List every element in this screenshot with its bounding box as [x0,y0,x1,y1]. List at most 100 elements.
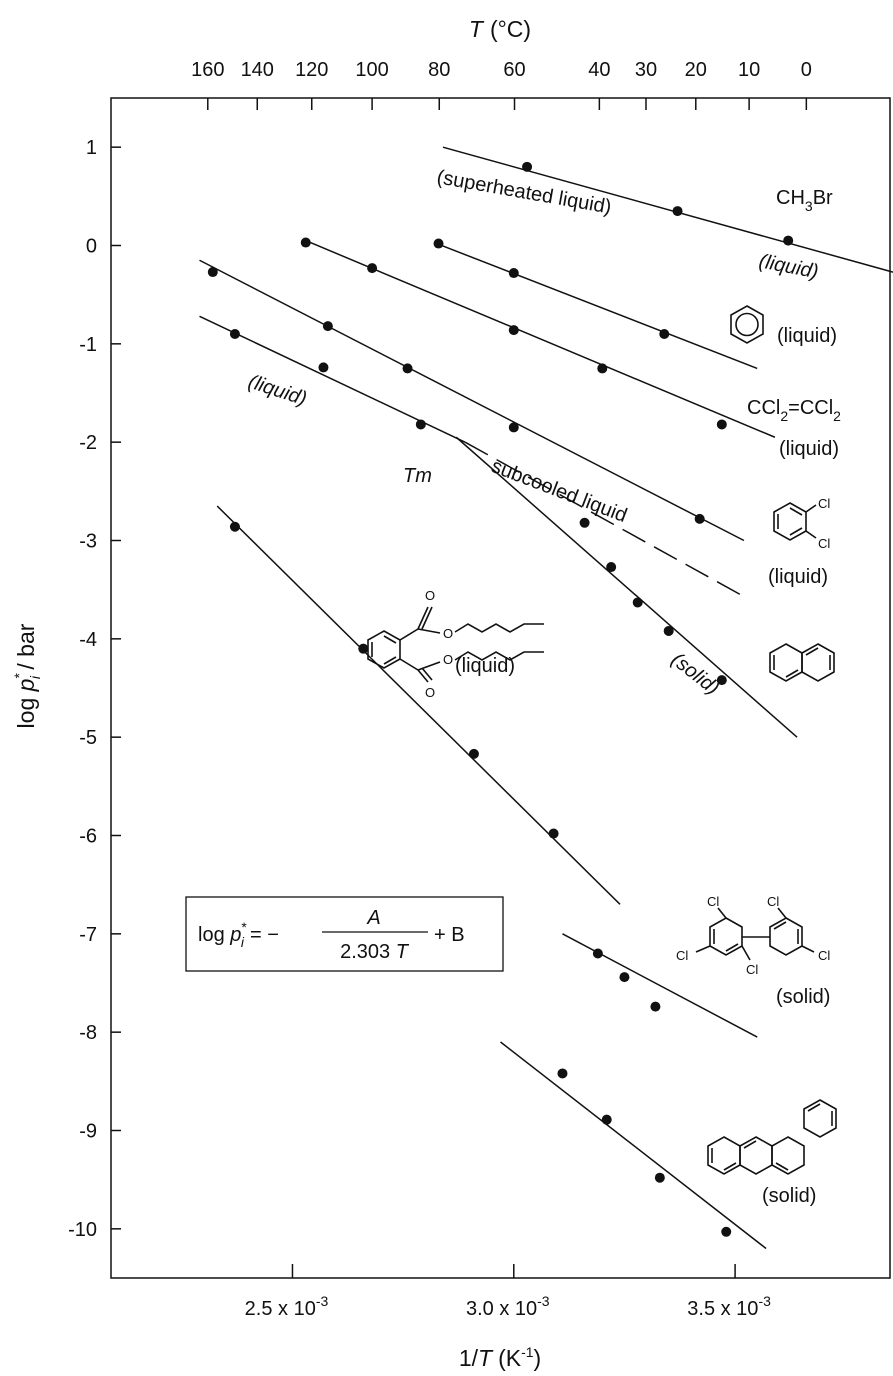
top-tick-label: 100 [355,59,388,81]
y-axis-title: log p*i / bar [11,623,43,728]
top-tick-label: 80 [428,59,450,81]
svg-text:log p*i= −: log p*i= − [198,919,279,950]
top-axis-title: T(°C) [469,16,531,42]
label-subcooled: subcooled liquid [488,455,630,527]
plot-frame [110,97,891,1279]
top-tick-label: 120 [295,59,328,81]
series-line-benz-a-anthracene [500,1041,767,1250]
series-line-ccl2-ccl2 [199,259,745,542]
data-point-dibutyl-phthalate [468,748,479,759]
label-ch3br: CH3Br [776,187,833,214]
series-line-benzene [433,241,758,370]
data-point-o-dichlorobenzene [229,329,240,339]
data-point-ccl3-ch3 [508,325,519,336]
x-tick-label: 3.0 x 10-3 [466,1293,550,1320]
data-point-dibutyl-phthalate [358,643,369,654]
top-tick-label: 0 [801,59,812,81]
equation-box: log p*i= − A 2.303 T + B [185,896,504,972]
top-tick-label: 20 [685,59,707,81]
data-point-benzene [508,268,519,279]
svg-text:Cl: Cl [676,948,688,963]
benzene-structure [730,305,764,344]
top-tick-label: 160 [191,59,224,81]
data-point-naphthalene [716,675,727,686]
label-naph-solid: (solid) [667,649,723,700]
data-point-ccl2-ccl2 [508,422,519,433]
dibutyl-phthalate-structure: O O O O [367,588,544,700]
series-line-naphthalene [455,436,798,738]
label-naph-liquid: (liquid) [245,371,309,410]
data-point-tetrachlorobiphenyl [592,948,603,959]
chart-marks [199,146,893,1250]
label-pcb-solid: (solid) [776,986,830,1008]
data-point-benz-a-anthracene [721,1226,732,1237]
data-point-tetrachlorobiphenyl [619,972,630,983]
data-point-naphthalene [606,562,617,573]
data-point-ccl2-ccl2 [402,363,413,374]
svg-text:A: A [366,907,380,929]
label-ccl2ccl2: CCl2=CCl2 [747,397,841,424]
data-point-ccl3-ch3 [300,237,311,248]
svg-text:O: O [443,652,453,667]
data-point-ccl2-ccl2 [207,267,218,278]
dichlorobenzene-structure: Cl Cl [773,496,830,551]
y-tick-label: -4 [79,629,97,651]
top-tick-label: 40 [588,59,610,81]
tetrachlorobiphenyl-structure: Cl Cl Cl Cl Cl [676,894,830,977]
data-point-naphthalene [579,517,590,528]
data-point-ccl2-ccl2 [716,419,727,430]
svg-text:+ B: + B [434,924,465,946]
svg-text:Cl: Cl [818,536,830,551]
svg-text:O: O [425,685,435,700]
y-tick-label: -10 [68,1219,97,1241]
data-point-ch3br [783,235,794,246]
data-point-dibutyl-phthalate [548,828,559,839]
svg-text:Cl: Cl [818,496,830,511]
naphthalene-structure [769,643,835,682]
top-tick-label: 30 [635,59,657,81]
svg-text:2.303 T: 2.303 T [340,941,410,963]
label-ch3br-liquid: (liquid) [757,250,820,283]
data-point-benz-a-anthracene [557,1068,568,1079]
data-point-o-dichlorobenzene [694,513,705,524]
benzanthracene-structure [707,1099,837,1175]
svg-text:Cl: Cl [746,962,758,977]
svg-text:Cl: Cl [767,894,779,909]
y-tick-label: 0 [86,236,97,258]
label-benzene-liquid: (liquid) [777,325,837,347]
data-point-benzene [433,238,444,249]
label-phthalate-liquid: (liquid) [455,655,515,677]
label-baa-solid: (solid) [762,1185,816,1207]
label-superheated: (superheated liquid) [435,166,613,218]
y-tick-label: -6 [79,826,97,848]
data-point-ccl3-ch3 [597,363,608,374]
data-point-ccl3-ch3 [367,263,378,274]
data-point-benz-a-anthracene [601,1114,612,1125]
svg-text:Cl: Cl [707,894,719,909]
y-tick-label: -9 [79,1121,97,1143]
data-point-dibutyl-phthalate [229,521,240,532]
data-point-o-dichlorobenzene [318,362,329,373]
series-line-ccl3-ch3 [305,239,776,438]
svg-text:Cl: Cl [818,948,830,963]
label-ccl2ccl2-liquid: (liquid) [779,438,839,460]
top-tick-label: 10 [738,59,760,81]
y-tick-label: -3 [79,531,97,553]
data-point-benzene [659,329,670,339]
y-tick-label: 1 [86,137,97,159]
series-line-o-dichlorobenzene [464,441,745,598]
data-point-tetrachlorobiphenyl [650,1001,661,1012]
x-tick-label: 2.5 x 10-3 [245,1293,329,1320]
y-tick-label: -7 [79,924,97,946]
svg-text:O: O [425,588,435,603]
data-point-ch3br [672,206,683,217]
y-tick-label: -5 [79,727,97,749]
data-point-o-dichlorobenzene [415,419,426,430]
label-tm: Tm [403,465,432,487]
x-axis-title: 1/T(K-1) [459,1344,541,1371]
x-tick-label: 3.5 x 10-3 [687,1293,771,1320]
data-point-benz-a-anthracene [654,1172,665,1183]
data-point-naphthalene [663,625,674,636]
